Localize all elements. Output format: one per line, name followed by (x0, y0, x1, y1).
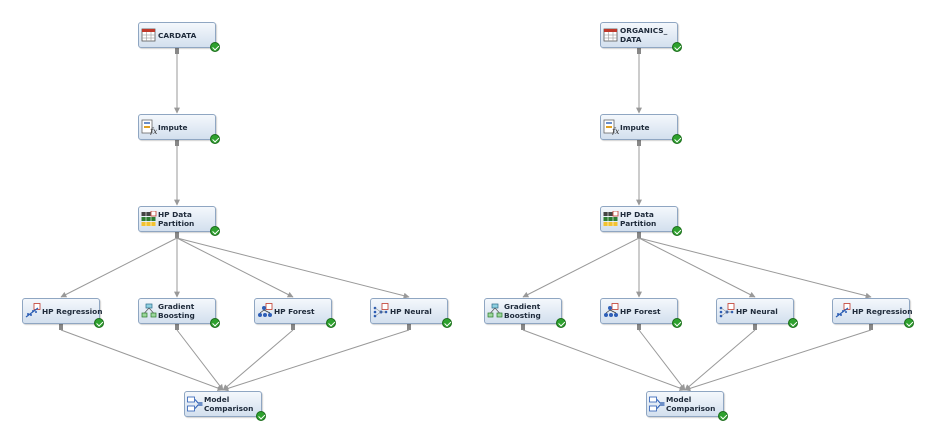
node-label: Model Comparison (666, 395, 716, 413)
node-label: HP Neural (390, 306, 432, 316)
flow-node-hp-neural[interactable]: HP Neural (370, 298, 452, 328)
connector-m3-to-compare[interactable] (684, 329, 756, 391)
output-port[interactable] (637, 140, 641, 146)
neural-icon (373, 303, 389, 319)
connector-partition-to-m1[interactable] (522, 237, 640, 298)
flow-node-hp-regression[interactable]: HP Regression (22, 298, 104, 328)
model-comparison-icon (649, 396, 665, 412)
success-check-icon (256, 411, 266, 421)
node-label: Impute (158, 122, 188, 132)
node-label: HP Regression (42, 306, 103, 316)
output-port[interactable] (521, 324, 525, 330)
success-check-icon (210, 134, 220, 144)
success-check-icon (210, 42, 220, 52)
output-port[interactable] (59, 324, 63, 330)
svg-text:fx: fx (611, 127, 619, 135)
connector-m3-to-compare[interactable] (222, 329, 294, 391)
connector-m1-to-compare[interactable] (522, 329, 686, 391)
output-port[interactable] (175, 324, 179, 330)
output-port[interactable] (637, 48, 641, 54)
impute-icon: fx (603, 119, 620, 136)
forest-icon (257, 303, 273, 319)
connector-partition-to-m3[interactable] (176, 237, 294, 298)
regression-icon (25, 303, 41, 319)
gradient-boosting-icon (487, 303, 503, 319)
gradient-boosting-icon (141, 303, 157, 319)
flow-node-hp-neural[interactable]: HP Neural (716, 298, 798, 328)
node-label: HP Data Partition (158, 210, 195, 228)
output-port[interactable] (291, 324, 295, 330)
data-source-icon (603, 27, 619, 43)
output-port[interactable] (175, 48, 179, 54)
connector-partition-to-m4[interactable] (638, 237, 872, 299)
data-partition-icon (141, 210, 157, 227)
success-check-icon (94, 318, 104, 328)
output-port[interactable] (753, 324, 757, 330)
flow-node-cardata[interactable]: CARDATA (138, 22, 220, 52)
forest-icon (603, 303, 619, 319)
node-label: CARDATA (158, 30, 197, 40)
flow-node-hp-data-partition[interactable]: HP Data Partition (138, 206, 220, 236)
node-label: Model Comparison (204, 395, 254, 413)
connector-m2-to-compare[interactable] (638, 329, 686, 391)
node-label: HP Forest (620, 306, 661, 316)
success-check-icon (556, 318, 566, 328)
flow-node-hp-forest[interactable]: HP Forest (254, 298, 336, 328)
success-check-icon (788, 318, 798, 328)
success-check-icon (672, 134, 682, 144)
connector-m1-to-compare[interactable] (60, 329, 224, 391)
node-label: HP Data Partition (620, 210, 657, 228)
flow-node-hp-data-partition[interactable]: HP Data Partition (600, 206, 682, 236)
svg-text:fx: fx (149, 127, 157, 135)
node-label: ORGANICS_ DATA (620, 26, 668, 44)
flow-node-model-comparison[interactable]: Model Comparison (184, 391, 266, 421)
node-label: Gradient Boosting (504, 302, 541, 320)
connector-m4-to-compare[interactable] (684, 329, 872, 392)
output-port[interactable] (407, 324, 411, 330)
success-check-icon (326, 318, 336, 328)
flow-node-gradient-boosting[interactable]: Gradient Boosting (484, 298, 566, 328)
output-port[interactable] (175, 232, 179, 238)
regression-icon (835, 303, 851, 319)
connector-partition-to-m1[interactable] (60, 237, 178, 298)
flow-node-hp-forest[interactable]: HP Forest (600, 298, 682, 328)
impute-icon: fx (141, 119, 158, 136)
neural-icon (719, 303, 735, 319)
connector-partition-to-m4[interactable] (176, 237, 410, 299)
node-label: HP Forest (274, 306, 315, 316)
flow-node-hp-regression[interactable]: HP Regression (832, 298, 914, 328)
success-check-icon (672, 42, 682, 52)
node-label: HP Regression (852, 306, 913, 316)
success-check-icon (442, 318, 452, 328)
success-check-icon (718, 411, 728, 421)
flow-node-gradient-boosting[interactable]: Gradient Boosting (138, 298, 220, 328)
success-check-icon (672, 226, 682, 236)
success-check-icon (210, 226, 220, 236)
success-check-icon (210, 318, 220, 328)
output-port[interactable] (175, 140, 179, 146)
node-label: HP Neural (736, 306, 778, 316)
output-port[interactable] (637, 232, 641, 238)
connector-partition-to-m3[interactable] (638, 237, 756, 298)
data-partition-icon (603, 210, 619, 227)
node-label: Gradient Boosting (158, 302, 195, 320)
connector-m4-to-compare[interactable] (222, 329, 410, 392)
node-label: Impute (620, 122, 650, 132)
success-check-icon (904, 318, 914, 328)
data-source-icon (141, 27, 157, 43)
connector-m2-to-compare[interactable] (176, 329, 224, 391)
success-check-icon (672, 318, 682, 328)
model-comparison-icon (187, 396, 203, 412)
output-port[interactable] (869, 324, 873, 330)
output-port[interactable] (637, 324, 641, 330)
flow-node-model-comparison[interactable]: Model Comparison (646, 391, 728, 421)
flow-node-organics-data[interactable]: ORGANICS_ DATA (600, 22, 682, 52)
